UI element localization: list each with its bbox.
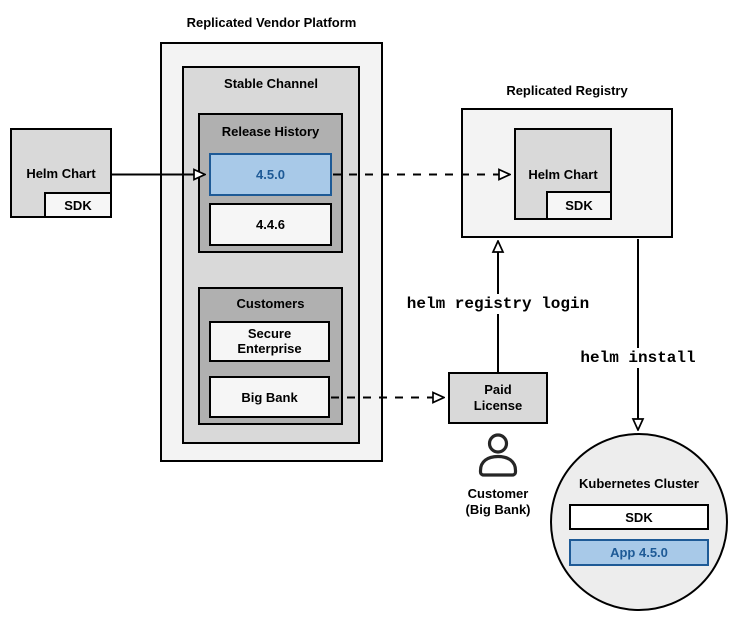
paid-license-box: Paid License [448, 372, 548, 424]
helm-install-command: helm install [563, 348, 713, 368]
release-4-4-6-label: 4.4.6 [256, 217, 285, 232]
customer-secure-enterprise: Secure Enterprise [209, 321, 330, 362]
vendor-sdk-label: SDK [64, 197, 92, 213]
helm-registry-login-command: helm registry login [398, 294, 598, 314]
cluster-app-label: App 4.5.0 [610, 545, 668, 560]
cluster-app-box: App 4.5.0 [569, 539, 709, 566]
registry-title: Replicated Registry [506, 83, 628, 98]
release-4-5-0: 4.5.0 [209, 153, 332, 196]
customer-caption-line2: (Big Bank) [465, 501, 531, 517]
kubernetes-cluster-title: Kubernetes Cluster [579, 476, 699, 491]
customer-caption-line1: Customer [467, 486, 529, 501]
customer-big-bank: Big Bank [209, 376, 330, 418]
cluster-sdk-box: SDK [569, 504, 709, 530]
customers-title: Customers [236, 296, 305, 311]
release-4-4-6: 4.4.6 [209, 203, 332, 246]
vendor-sdk-box: SDK [44, 192, 112, 218]
platform-title: Replicated Vendor Platform [186, 15, 357, 30]
big-bank-label: Big Bank [241, 389, 298, 405]
registry-sdk-box: SDK [546, 191, 612, 220]
registry-helm-chart-label: Helm Chart [528, 166, 598, 182]
secure-enterprise-label: Secure Enterprise [237, 325, 302, 356]
stable-channel-title: Stable Channel [224, 76, 318, 91]
registry-sdk-label: SDK [565, 198, 593, 213]
release-4-5-0-label: 4.5.0 [256, 167, 285, 182]
release-history-title: Release History [221, 124, 320, 139]
paid-license-label: Paid License [473, 382, 523, 413]
vendor-helm-chart-label: Helm Chart [26, 165, 96, 181]
person-icon [478, 433, 518, 477]
cluster-sdk-label: SDK [625, 509, 653, 525]
customer-caption: Customer (Big Bank) [443, 486, 553, 517]
